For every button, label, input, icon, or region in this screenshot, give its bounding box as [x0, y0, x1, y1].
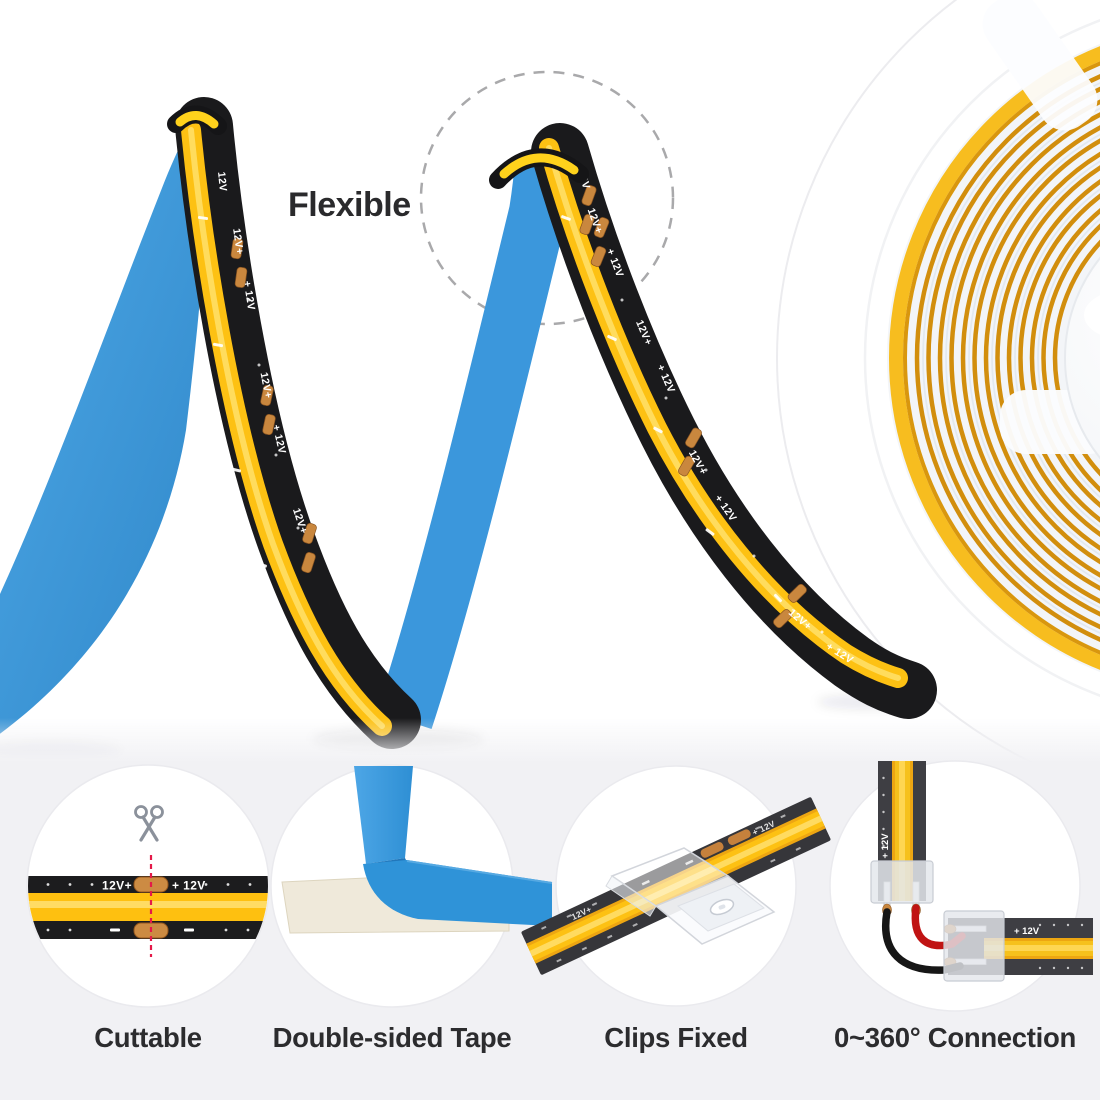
blue-liner-arch-1	[0, 117, 212, 734]
clip-illustration: 12V+ + 12V	[521, 797, 831, 975]
reel-winding-gaps	[922, 82, 1100, 634]
feature-label-clips: Clips Fixed	[604, 1022, 747, 1053]
tape-illustration	[281, 766, 553, 934]
flexible-dashed-circle	[419, 70, 675, 326]
blue-liner-arch-2	[376, 158, 573, 730]
strip-marking-text: 12V+	[230, 228, 246, 256]
led-strip-reel	[776, 0, 1100, 790]
reel-outer-winding	[889, 46, 1100, 670]
flexible-label: Flexible	[288, 186, 411, 224]
strip-marking-text: + 12V	[241, 280, 258, 311]
cuttable-illustration: 12V+ + 12V	[28, 805, 268, 957]
section-divider	[0, 718, 1100, 764]
strip-marking-text: 12V+	[258, 371, 275, 399]
strip-crest-caps	[167, 105, 589, 189]
strip-marking-text: 12V	[215, 171, 229, 192]
led-strip-wave: 12V 12V+ + 12V 12V+ + 12V 12V+	[0, 97, 937, 749]
strip-connector	[943, 910, 1005, 982]
strip-face-1: 12V 12V+ + 12V 12V+ + 12V 12V+	[175, 97, 421, 749]
solder-pad	[700, 842, 724, 858]
strip-marking-text: + 12V	[880, 833, 891, 859]
reel-windings	[914, 74, 1100, 642]
feature-label-tape: Double-sided Tape	[273, 1022, 512, 1053]
strip-marking-text: + 12V	[1014, 926, 1040, 937]
reel-spoke	[982, 0, 1098, 131]
scissors-icon	[134, 805, 164, 842]
pcb-band	[175, 97, 421, 749]
feature-label-connection: 0~360° Connection	[834, 1022, 1076, 1053]
solder-pad	[727, 829, 751, 846]
strip-connector	[870, 860, 934, 904]
mounting-clip	[605, 847, 776, 945]
strip-marking-text: + 12V	[172, 879, 206, 893]
feature-label-cuttable: Cuttable	[94, 1022, 202, 1053]
black-wire	[882, 908, 964, 974]
strip-face-2: 12V 12V+ + 12V 12V+ + 12V 12V+ + 12V 12V…	[531, 123, 937, 719]
connection-illustration: + 12V + 12V	[870, 761, 1093, 982]
tape-liner-peel	[354, 766, 413, 864]
strip-marking-text: 12V+	[102, 879, 132, 893]
